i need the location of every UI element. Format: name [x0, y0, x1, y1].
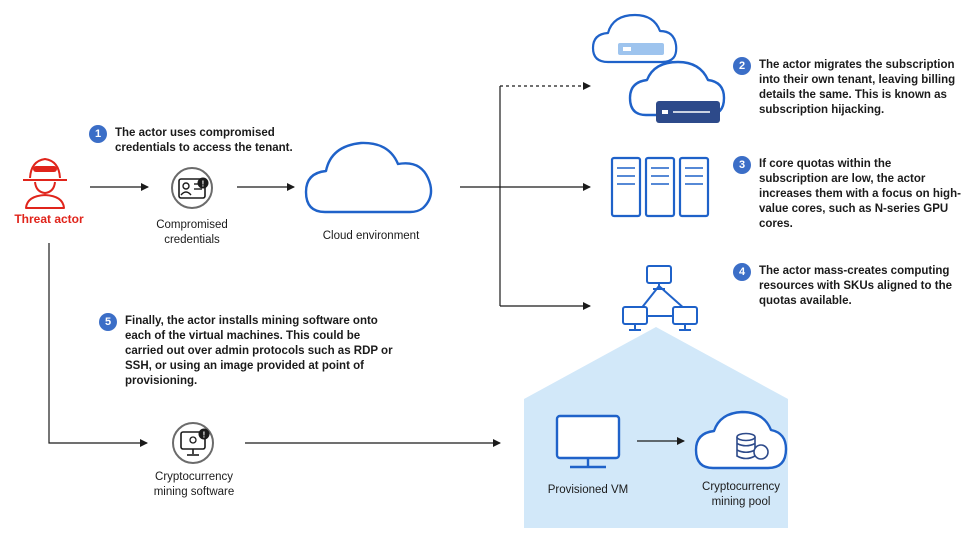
- mining-software-label: Cryptocurrency mining software: [153, 471, 235, 498]
- cloud-database-icon: [694, 410, 788, 470]
- step-description: Finally, the actor installs mining softw…: [125, 315, 393, 387]
- threat-actor-label: Threat actor: [14, 212, 84, 226]
- step-3: 3 If core quotas within the subscription…: [733, 156, 961, 232]
- step-description: If core quotas within the subscription a…: [759, 158, 961, 230]
- step-number-badge: 1: [89, 125, 107, 143]
- step-description: The actor migrates the subscription into…: [759, 59, 956, 116]
- step-number-badge: 4: [733, 263, 751, 281]
- compromised-credentials-label: Compromised credentials: [156, 219, 228, 246]
- cloud-environment-label: Cloud environment: [322, 230, 420, 242]
- step-number-badge: 5: [99, 313, 117, 331]
- step-2: 2 The actor migrates the subscription in…: [733, 57, 961, 118]
- step-5: 5 Finally, the actor installs mining sof…: [99, 313, 399, 389]
- step-number-badge: 3: [733, 156, 751, 174]
- provisioned-panel: [524, 327, 788, 528]
- step-4: 4 The actor mass-creates computing resou…: [733, 263, 961, 309]
- id-card-icon: !: [171, 167, 213, 209]
- step-description: The actor uses compromised credentials t…: [115, 127, 293, 154]
- connectors: [48, 82, 685, 447]
- svg-text:!: !: [203, 431, 206, 440]
- mining-pool-label: Cryptocurrency mining pool: [702, 481, 780, 508]
- network-icon: [622, 265, 698, 331]
- provisioned-vm-label: Provisioned VM: [547, 484, 629, 496]
- threat-down-line: [48, 243, 148, 447]
- monitor-icon: !: [172, 422, 214, 464]
- cloud-server-icon: [591, 13, 726, 123]
- step-1: 1 The actor uses compromised credentials…: [89, 125, 294, 156]
- svg-text:!: !: [202, 180, 205, 189]
- step-description: The actor mass-creates computing resourc…: [759, 265, 952, 307]
- cloud-icon: [304, 141, 433, 214]
- step-number-badge: 2: [733, 57, 751, 75]
- hacker-icon: [23, 158, 67, 209]
- vm-monitor-icon: [555, 414, 621, 469]
- server-rack-icon: [610, 156, 710, 218]
